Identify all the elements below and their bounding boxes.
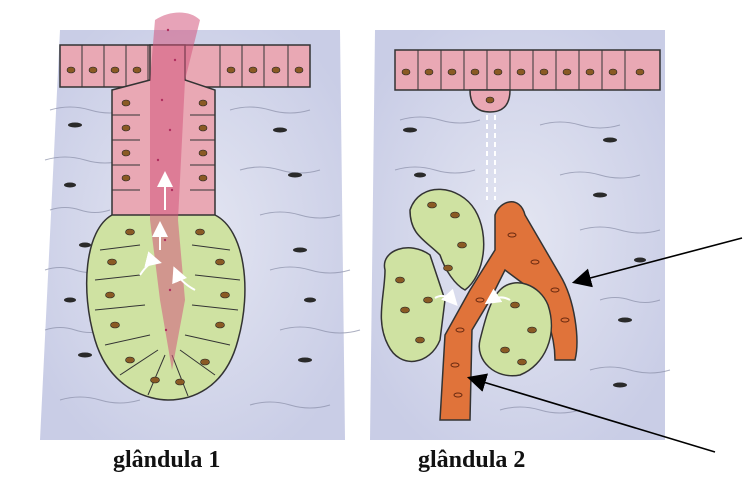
caption-gland-2: glândula 2 xyxy=(418,447,525,474)
surface-epithelium-2 xyxy=(395,50,660,90)
gland-1-panel xyxy=(40,13,360,441)
gland-2-panel xyxy=(370,30,670,440)
budding-cell-nucleus xyxy=(486,97,494,103)
caption-gland-1: glândula 1 xyxy=(113,447,220,474)
